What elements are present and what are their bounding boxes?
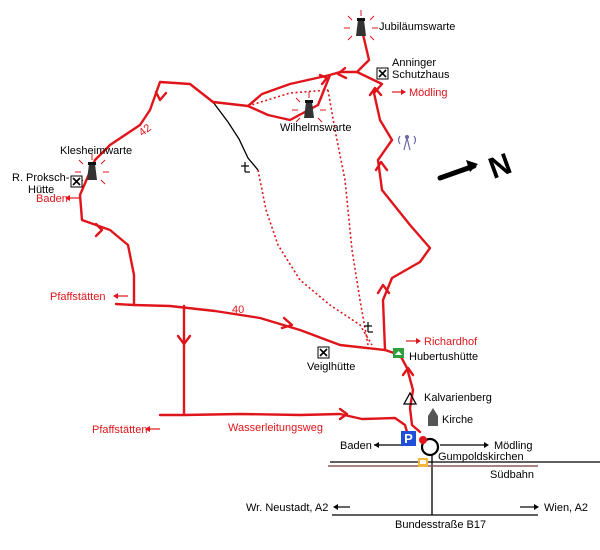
dotted-trail-west [257,169,373,346]
wayside-cross-icon [241,162,250,173]
label-gumpoldskirchen: Gumpoldskirchen [438,451,524,463]
route-arrow [176,334,192,346]
label-hubertushuette: Hubertushütte [409,351,478,363]
route-arrow [374,160,389,172]
label-proksch: R. Proksch- [12,172,70,184]
north-arrow-shaft [437,163,477,181]
route-arrow [376,283,391,295]
label-pfaffstaetten-1: Pfaffstätten [50,291,105,303]
label-route-40: 40 [232,304,244,316]
tower-top [88,162,96,165]
label-wilhelmswarte: Wilhelmswarte [280,122,352,134]
label-moedling-bottom: Mödling [494,440,533,452]
hut-proksch [70,175,83,188]
route-wilhelmswarte [246,73,332,122]
north-arrow-head [466,160,478,172]
antenna-icon [397,134,417,151]
hut-cross [319,348,328,357]
summit-triangle-icon [402,391,418,405]
lookout-tower-icon [356,20,366,36]
arrow-wr-neustadt-head [333,504,338,510]
hut-roof [395,351,402,355]
label-wr-neustadt: Wr. Neustadt, A2 [246,502,328,514]
dotted-trails [247,89,373,346]
dotted-trail-east [327,89,369,346]
label-route-42: 42 [137,122,154,139]
exit-arrows [65,89,421,432]
route-west-loop [78,80,215,307]
route-east [355,70,432,352]
north-label: N [484,147,516,185]
north-arrow: N [437,147,516,186]
label-bundesstrasse: Bundesstraße B17 [395,519,486,531]
route-arrows [94,66,415,421]
hut-cross [72,177,81,186]
routes [78,28,432,434]
label-anninger: Anninger [392,57,436,69]
hut-hubertus [393,348,404,358]
label-suedbahn: Südbahn [490,469,534,481]
gumpoldskirchen-junction [420,437,440,457]
tower-wilhelmswarte [292,92,326,123]
roads [212,101,600,516]
map-labels: Jubiläumswarte Anninger Schutzhaus Mödli… [12,21,588,531]
label-baden-left: Baden [36,193,68,205]
route-40 [114,302,387,352]
arrow-pfaffstaetten-2-head [145,426,150,432]
route-arrow [368,86,383,97]
arrow-wien-head [534,504,539,510]
label-jubilaeumswarte: Jubiläumswarte [379,21,455,33]
arrow-moedling-head [484,442,489,448]
route-wasserleitungsweg [158,412,409,434]
label-schutzhaus: Schutzhaus [392,69,450,81]
route-arrow [401,366,415,377]
hut-anninger [376,67,389,80]
label-pfaffstaetten-2: Pfaffstätten [92,424,147,436]
dotted-trail-top [247,89,329,107]
arrow-pfaffstaetten-1-head [113,293,118,299]
tower-klesheimwarte [75,154,109,185]
tower-jubilaeumswarte [344,10,378,41]
route-arrow [318,73,329,86]
label-klesheimwarte: Klesheimwarte [60,145,132,157]
arrow-richardhof-head [416,338,421,344]
arrow-moedling-top-head [401,89,406,95]
route-arrow [338,407,349,421]
hut-cross [378,69,387,78]
tower-rays [344,10,378,41]
label-veiglhuette: Veiglhütte [307,361,355,373]
label-kalvarienberg: Kalvarienberg [424,392,492,404]
label-wasserleitungsweg: Wasserleitungsweg [228,422,323,434]
forest-road [212,101,259,171]
label-kirche: Kirche [442,414,473,426]
route-arrow [154,90,168,102]
parking-label: P [404,431,413,446]
label-moedling-top: Mödling [409,87,448,99]
route-arrow [280,316,294,330]
tower-top [357,18,365,21]
wayside-cross-icon [364,322,373,333]
hut-veigl [317,346,330,359]
lookout-tower-icon [304,102,314,118]
lookout-tower-icon [87,164,97,180]
route-arrow [94,222,104,238]
arrow-baden-head [374,442,379,448]
arrow-baden-left-head [65,195,70,201]
label-baden-bottom: Baden [340,440,372,452]
start-point-marker [419,436,427,444]
label-proksch-huette: Hütte [28,184,54,196]
route-arrow [336,66,348,80]
church-icon [428,408,438,426]
parking-icon: P [401,431,416,446]
label-wien: Wien, A2 [544,502,588,514]
tower-top [305,100,313,103]
train-station-icon [418,458,428,467]
label-richardhof: Richardhof [424,336,478,348]
tower-rays [292,92,326,123]
